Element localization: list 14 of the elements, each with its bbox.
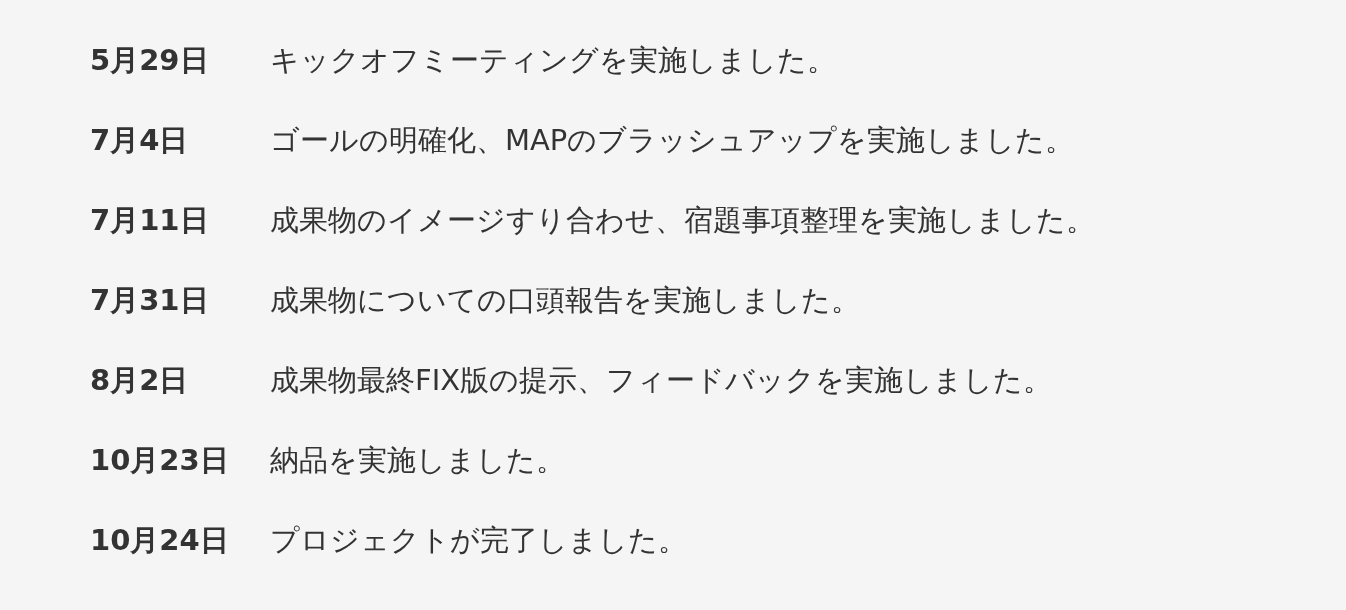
date-label: 7月31日 (90, 282, 209, 318)
date-label: 10月23日 (90, 442, 229, 478)
event-text: 成果物についての口頭報告を実施しました。 (270, 282, 860, 318)
date-label: 5月29日 (90, 42, 209, 78)
event-text: プロジェクトが完了しました。 (270, 522, 687, 558)
event-text: ゴールの明確化、MAPのブラッシュアップを実施しました。 (270, 122, 1075, 158)
event-text: キックオフミーティングを実施しました。 (270, 42, 836, 78)
event-text: 納品を実施しました。 (270, 442, 565, 478)
date-label: 8月2日 (90, 362, 189, 398)
date-label: 7月11日 (90, 202, 209, 238)
date-label: 10月24日 (90, 522, 229, 558)
event-text: 成果物最終FIX版の提示、フィードバックを実施しました。 (270, 362, 1053, 398)
date-label: 7月4日 (90, 122, 189, 158)
event-text: 成果物のイメージすり合わせ、宿題事項整理を実施しました。 (270, 202, 1095, 238)
